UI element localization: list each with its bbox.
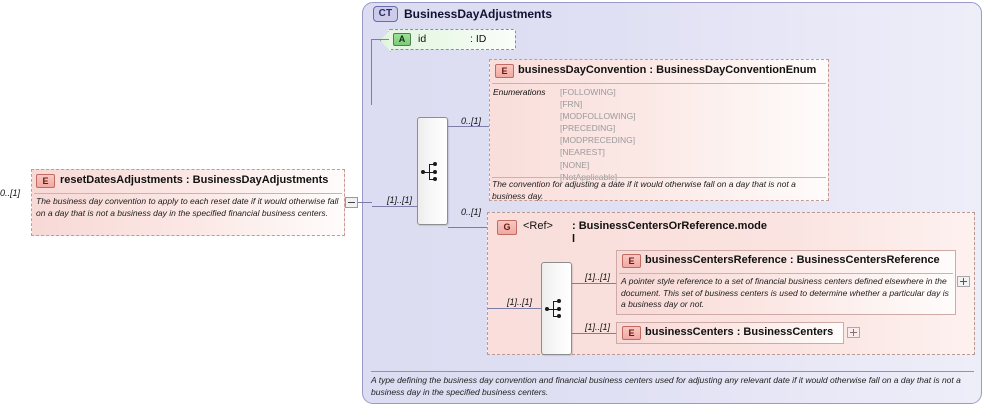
complex-type-title: BusinessDayAdjustments [404, 7, 553, 21]
seq2-out2-line [572, 333, 616, 334]
enumeration-value: [NotApplicable] [560, 171, 618, 182]
element-businesscenters-box[interactable] [616, 322, 844, 344]
reset-to-ct-line [358, 202, 372, 203]
element-businesscenters-title: businessCenters : BusinessCenters [645, 326, 834, 338]
element-icon: E [495, 64, 514, 78]
element-resetdatesadjustments-title: resetDatesAdjustments : BusinessDayAdjus… [60, 174, 329, 186]
divider [34, 193, 342, 194]
cardinality-businesscenters: [1]..[1] [585, 322, 611, 332]
divider [492, 177, 826, 178]
enumeration-value: [NONE] [560, 159, 590, 170]
seq2-input-line [488, 308, 541, 309]
element-resetdatesadjustments-doc: The business day convention to apply to … [36, 196, 339, 218]
enumerations-label: Enumerations [493, 87, 546, 97]
cardinality-resetdatesadjustments: 0..[1] [0, 188, 21, 198]
element-businesscentersreference-doc: A pointer style reference to a set of fi… [621, 276, 949, 309]
divider [492, 83, 826, 84]
enumeration-value: [PRECEDING] [560, 123, 616, 134]
attr-elbow-vertical [371, 39, 372, 105]
group-icon: G [497, 220, 517, 235]
enumeration-value: [MODFOLLOWING] [560, 111, 636, 122]
element-businessdayconvention-doc: The convention for adjusting a date if i… [492, 179, 796, 201]
attribute-name: id [418, 33, 427, 45]
group-ref-type-line2: l [572, 232, 576, 245]
enumeration-value: [FRN] [560, 99, 583, 110]
seq2-out1-line [572, 283, 616, 284]
element-businessdayconvention-title: businessDayConvention : BusinessDayConve… [518, 64, 817, 76]
sequence-connector-icon [421, 162, 445, 182]
enumerations-list: [FOLLOWING] [FRN][MODFOLLOWING][PRECEDING… [560, 86, 636, 183]
group-ref-label: <Ref> [523, 220, 553, 232]
plus-icon[interactable] [847, 327, 860, 338]
cardinality-businessdayconvention: 0..[1] [461, 116, 482, 126]
attr-elbow-horizontal [371, 39, 389, 40]
enumeration-value: [NEAREST] [560, 147, 605, 158]
element-businesscentersreference-box[interactable] [616, 250, 956, 315]
complex-type-icon: CT [373, 6, 398, 22]
cardinality-sequence-2: [1]..[1] [507, 297, 533, 307]
cardinality-businesscentersreference: [1]..[1] [585, 272, 611, 282]
element-icon: E [622, 326, 641, 340]
attribute-id-box[interactable] [380, 29, 516, 52]
plus-icon[interactable] [957, 276, 970, 287]
element-resetdatesadjustments-box[interactable] [31, 169, 345, 236]
seq1-out2-line [448, 227, 488, 228]
minus-icon[interactable] [345, 197, 358, 208]
cardinality-group-ref: 0..[1] [461, 207, 482, 217]
group-ref-type-line1: : BusinessCentersOrReference.mode [572, 220, 768, 232]
complex-type-documentation: A type defining the business day convent… [371, 371, 974, 397]
cardinality-sequence-1: [1]..[1] [387, 195, 413, 205]
element-icon: E [36, 174, 55, 188]
enumeration-value: [MODPRECEDING] [560, 135, 636, 146]
element-businesscentersreference-title: businessCentersReference : BusinessCente… [645, 254, 940, 266]
element-icon: E [622, 254, 641, 268]
enumeration-value: [FOLLOWING] [560, 87, 616, 97]
divider [619, 273, 953, 274]
sequence-connector-icon [545, 299, 569, 319]
attribute-type: : ID [470, 33, 487, 45]
seq1-input-line [372, 206, 417, 207]
attribute-icon: A [393, 33, 411, 46]
seq1-out1-line [448, 126, 489, 127]
seq1-input-stub [417, 206, 418, 207]
